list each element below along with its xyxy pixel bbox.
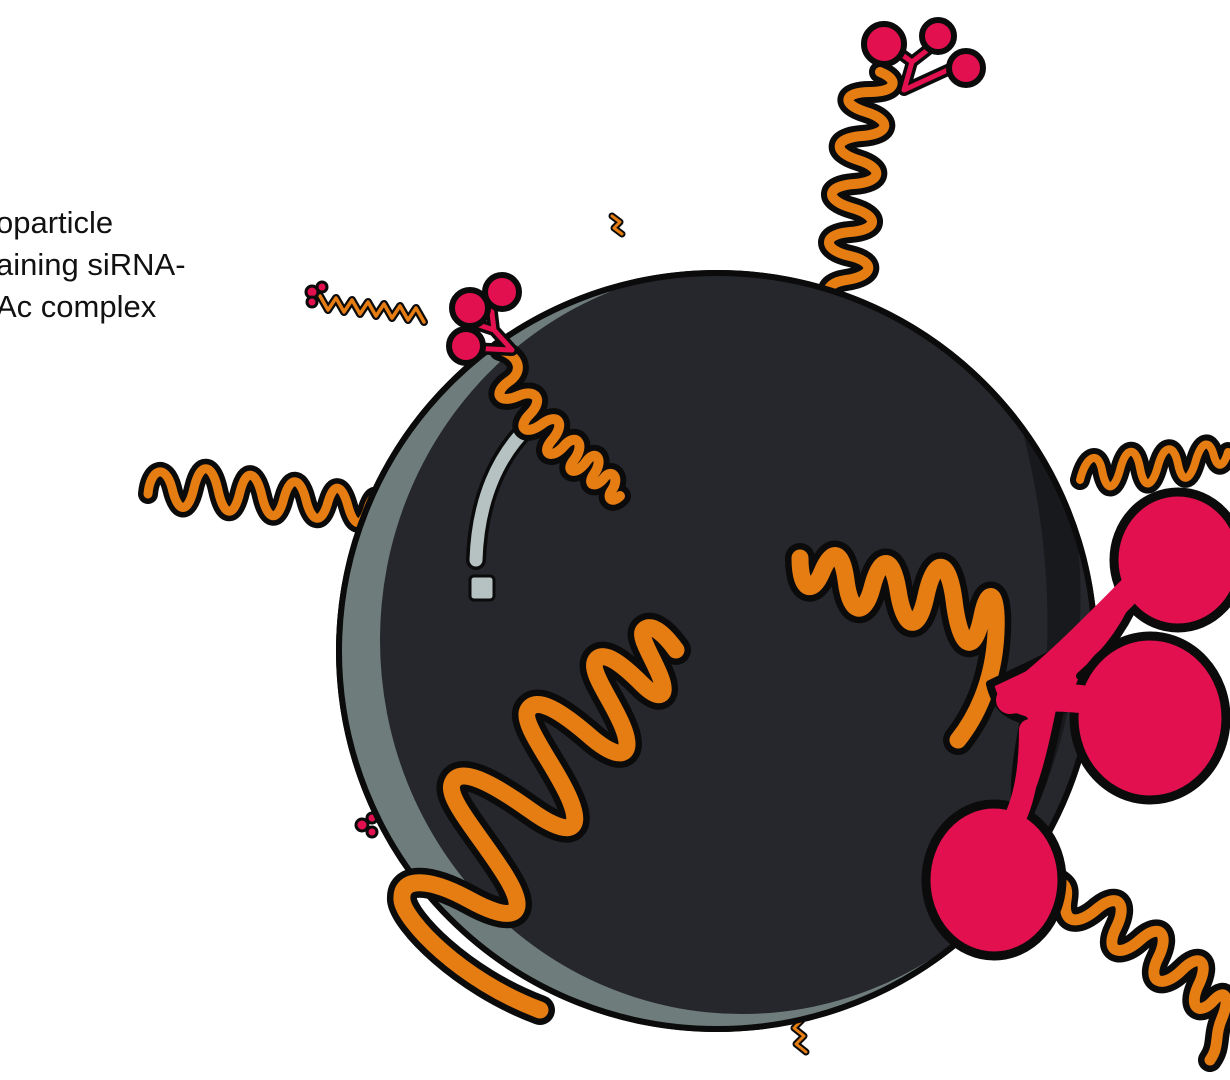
ligand-right-edge [1080,444,1228,486]
ligand-top-with-sugar [829,20,983,310]
caption: oparticle aining siRNA- Ac complex [0,202,186,328]
small-ligand-top [612,216,622,234]
tiny-ligand-upper-left [306,282,424,322]
caption-line-3: Ac complex [0,286,186,328]
caption-line-2: aining siRNA- [0,244,186,286]
caption-line-1: oparticle [0,202,186,244]
